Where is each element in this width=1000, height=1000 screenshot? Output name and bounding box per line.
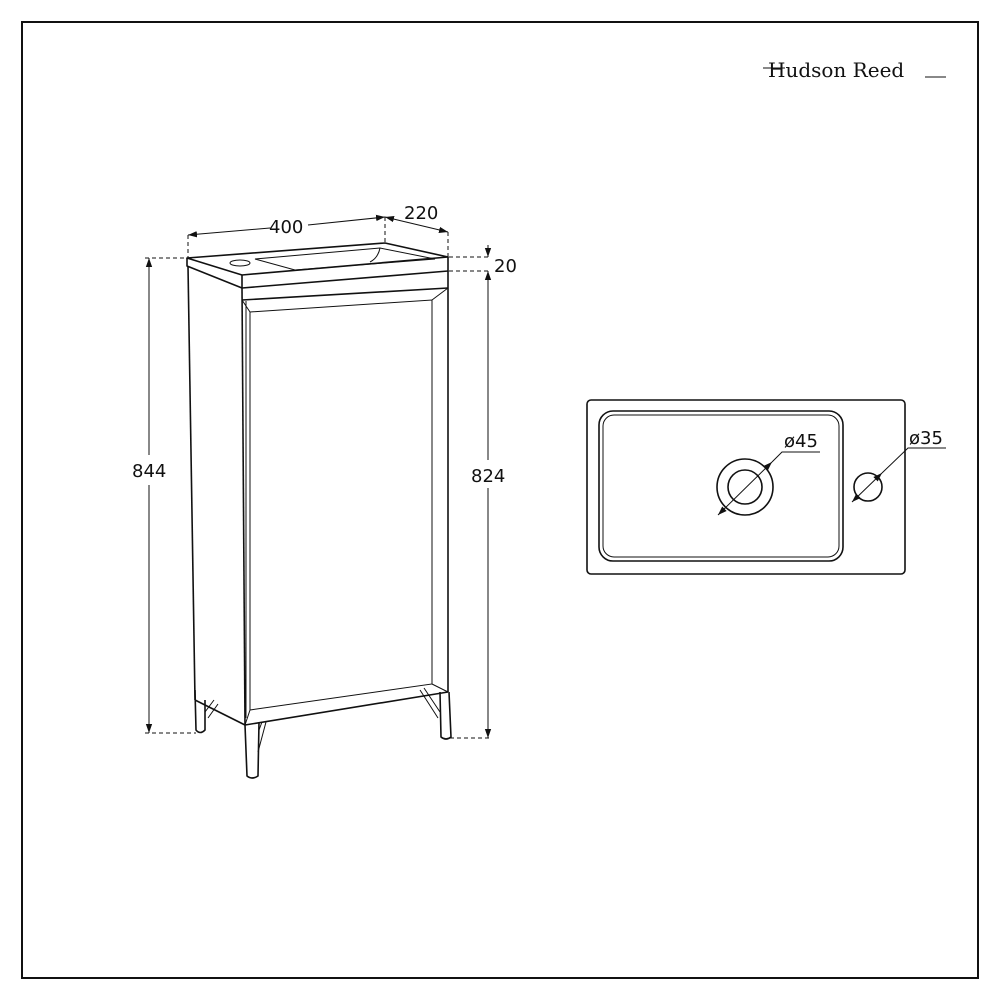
dimension-overall-height: 844 — [132, 461, 166, 482]
drawing-frame — [21, 21, 979, 979]
brand-logo: Hudson Reed — [763, 58, 946, 82]
dimension-width: 400 — [269, 217, 303, 238]
waste-outer-circle — [716, 458, 774, 516]
basin-plan-view — [586, 399, 946, 575]
waste-inner-circle — [727, 469, 763, 505]
svg-text:Hudson Reed: Hudson Reed — [768, 58, 904, 82]
dimension-waste-diameter: ø45 — [784, 431, 818, 452]
dimension-lines — [145, 214, 492, 739]
dimension-body-height: 824 — [471, 466, 505, 487]
dimension-depth: 220 — [404, 203, 438, 224]
cabinet-elevation — [186, 242, 452, 779]
dimension-top-thickness: 20 — [494, 256, 517, 277]
dimension-tap-hole-diameter: ø35 — [909, 428, 943, 449]
